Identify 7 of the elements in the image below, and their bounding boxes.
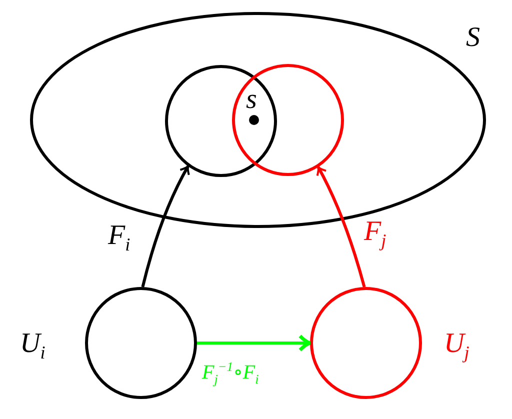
edge-label: F$_{j}$ <box>364 218 386 250</box>
point-label: s <box>246 86 257 114</box>
set-label: U$_{i}$ <box>20 330 46 362</box>
set-label: U$_{j}$ <box>444 330 470 362</box>
set-label: S <box>466 24 480 52</box>
edge-label: F$_{j}$$^{−1}$∘F$_{i}$ <box>202 360 259 386</box>
edge-label: F$_{i}$ <box>108 222 130 254</box>
